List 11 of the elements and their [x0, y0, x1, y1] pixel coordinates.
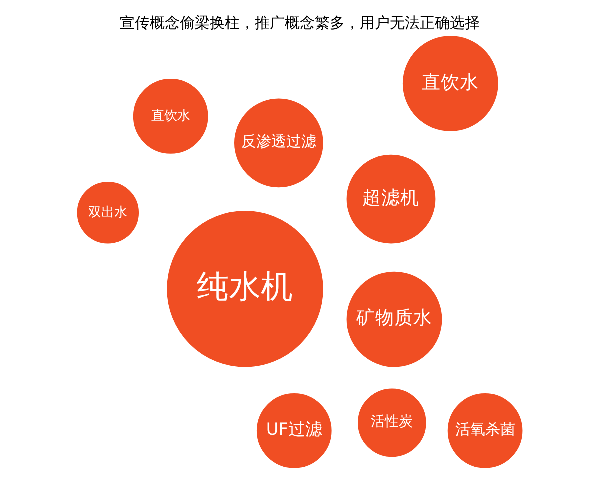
node-circle: 反渗透过滤	[234, 98, 324, 188]
node-circle: 活氧杀菌	[448, 393, 523, 468]
node-circle: 超滤机	[346, 154, 436, 244]
node-circle: 纯水机	[167, 211, 324, 368]
node-circle: UF过滤	[256, 393, 332, 468]
node-circle: 活性炭	[358, 388, 426, 458]
node-circle: 双出水	[77, 182, 140, 244]
node-circle: 直饮水	[402, 36, 498, 132]
node-circle: 直饮水	[133, 79, 208, 154]
diagram-title: 宣传概念偷梁换柱，推广概念繁多，用户无法正确选择	[120, 14, 480, 32]
node-circle: 矿物质水	[346, 272, 442, 368]
